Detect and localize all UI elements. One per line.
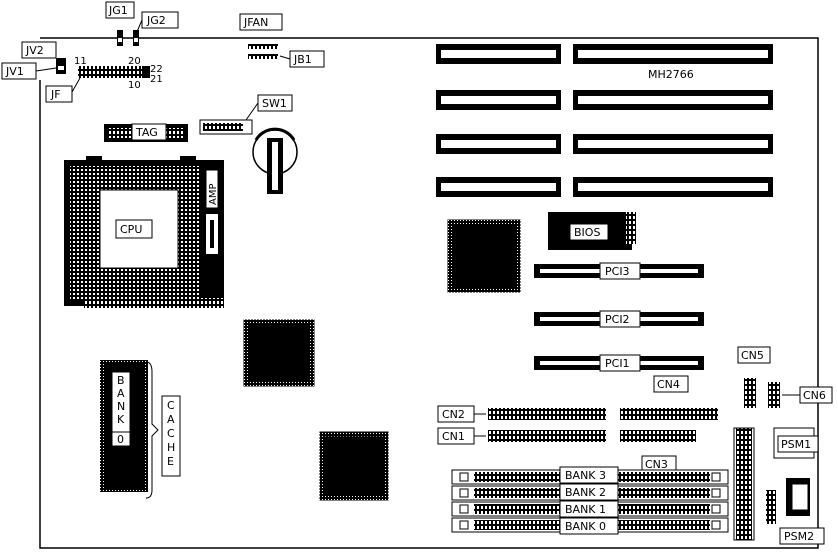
chipset-top [447, 219, 521, 293]
connector-cn3: CN3 [620, 430, 696, 473]
cache-bank-0-label-a: A [117, 387, 125, 400]
front-panel-header-jf: 11 20 22 10 21 JF [45, 56, 163, 103]
jumper-jg2: JG2 [133, 11, 179, 46]
bios-chip: BIOS [548, 212, 636, 250]
jf-pin-20: 20 [128, 56, 141, 67]
cache-bank-0-label-k: K [117, 413, 125, 426]
jg1-label: JG1 [108, 4, 128, 17]
cache-letter-a: A [167, 413, 175, 426]
jumper-jg1: JG1 [105, 1, 135, 46]
jfan-label: JFAN [243, 16, 268, 29]
dip-switch-sw1: SW1 [199, 94, 293, 135]
amp-label: AMP [208, 184, 219, 206]
cn4-label: CN4 [657, 378, 680, 391]
cache-bank-0-label-0: 0 [117, 433, 124, 446]
connector-cn4: CN4 [620, 375, 718, 420]
tag-label: TAG [135, 126, 158, 139]
jf-pin-22: 22 [150, 64, 163, 75]
pci-slot-2: PCI2 [534, 310, 704, 328]
cpu-socket: CPU AMP [64, 156, 224, 308]
bios-label: BIOS [574, 226, 600, 239]
connector-psm1: PSM1 [773, 427, 819, 459]
connector-cn5: CN5 [737, 346, 771, 408]
connector-cn2: CN2 [437, 405, 606, 423]
chipset-bottom [319, 431, 389, 501]
sw1-label: SW1 [262, 97, 287, 110]
board-outline [39, 37, 819, 549]
pci3-label: PCI3 [605, 265, 630, 278]
psm2-label: PSM2 [784, 530, 814, 543]
jv1-label: JV1 [5, 65, 24, 78]
simm-bank-0: BANK 0 [451, 517, 729, 535]
power-connector [733, 427, 755, 541]
cn6-label: CN6 [803, 389, 826, 402]
jumper-jv2: JV2 [21, 41, 66, 74]
bank1-label: BANK 1 [565, 503, 606, 516]
jv2-label: JV2 [25, 44, 44, 57]
cache-bank-0-label-b: B [117, 374, 125, 387]
simm-bank-3: BANK 3 [451, 466, 729, 485]
jf-label: JF [50, 88, 61, 101]
cache-bank-0-label-n: N [117, 400, 125, 413]
jumper-jb1: JB1 [248, 50, 325, 68]
bank0-label: BANK 0 [565, 520, 606, 533]
bank2-label: BANK 2 [565, 486, 606, 499]
chipset-middle [243, 319, 315, 387]
isa-slots [436, 44, 773, 197]
jf-pin-21: 21 [150, 74, 163, 85]
pci1-label: PCI1 [605, 357, 630, 370]
pci-slot-1: PCI1 [534, 354, 704, 372]
jg2-label: JG2 [146, 14, 166, 27]
bank3-label: BANK 3 [565, 469, 606, 482]
battery [252, 127, 298, 194]
cache-letter-e: E [167, 455, 174, 468]
cache-letter-c1: C [167, 399, 175, 412]
cn3-label: CN3 [645, 458, 668, 471]
cn5-label: CN5 [741, 349, 764, 362]
pci-slot-3: PCI3 [534, 262, 704, 280]
cn1-label: CN1 [442, 430, 465, 443]
simm-bank-1: BANK 1 [451, 500, 729, 518]
jb1-label: JB1 [293, 53, 312, 66]
cache-letter-h: H [167, 441, 175, 454]
board-model: MH2766 [648, 68, 694, 81]
psm1-label: PSM1 [781, 438, 811, 451]
connector-psm2: PSM2 [766, 478, 825, 545]
pci2-label: PCI2 [605, 313, 630, 326]
jf-pin-11: 11 [74, 56, 87, 67]
cn2-label: CN2 [442, 408, 465, 421]
jf-pin-10: 10 [128, 80, 141, 91]
cache-bank: B A N K 0 C A C H E [100, 360, 181, 499]
cache-letter-c2: C [167, 427, 175, 440]
simm-bank-2: BANK 2 [451, 483, 729, 501]
tag-ram: TAG [104, 123, 188, 142]
jumper-jv1: JV1 [1, 62, 57, 80]
connector-cn1: CN1 [437, 427, 606, 445]
fan-header-jfan: JFAN [239, 13, 283, 49]
connector-cn6: CN6 [768, 382, 833, 408]
cpu-label: CPU [120, 223, 142, 236]
